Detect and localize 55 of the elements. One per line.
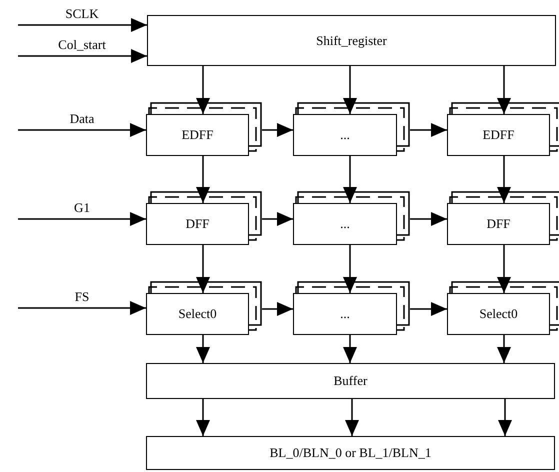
- block-box: [146, 203, 249, 245]
- block-label: DFF: [186, 216, 210, 232]
- block-box: [293, 293, 397, 335]
- block-label: Buffer: [334, 373, 368, 389]
- signal-label: FS: [74, 290, 90, 304]
- arrow: [262, 212, 293, 226]
- arrow: [18, 18, 147, 32]
- arrow: [196, 335, 210, 363]
- block-box: [447, 203, 550, 245]
- arrow: [497, 156, 511, 203]
- block-label: EDFF: [482, 127, 514, 143]
- arrow: [345, 399, 359, 436]
- signal-label: Data: [70, 112, 94, 126]
- block-label: ...: [340, 127, 350, 143]
- block-label: Select0: [479, 306, 518, 322]
- block-box: [447, 114, 550, 156]
- arrow: [497, 245, 511, 293]
- block-label: EDFF: [182, 127, 214, 143]
- block-box: [293, 203, 397, 245]
- block-label: DFF: [486, 216, 510, 232]
- signal-label: SCLK: [65, 7, 99, 21]
- arrow: [343, 335, 357, 363]
- arrow: [18, 301, 146, 315]
- signal-label: Col_start: [58, 38, 106, 52]
- block-label: ...: [340, 306, 350, 322]
- arrow: [18, 212, 146, 226]
- arrow: [196, 156, 210, 203]
- block-box: [147, 15, 556, 66]
- arrow: [498, 399, 512, 436]
- arrow: [343, 245, 357, 293]
- signal-label: G1: [74, 201, 90, 215]
- arrow: [410, 302, 447, 316]
- arrow: [262, 302, 293, 316]
- arrow: [497, 335, 511, 363]
- block-box: [146, 436, 555, 470]
- block-box: [146, 114, 249, 156]
- block-box: [146, 363, 555, 399]
- block-label: Select0: [178, 306, 217, 322]
- arrow: [410, 212, 447, 226]
- block-box: [293, 114, 397, 156]
- arrow: [343, 156, 357, 203]
- arrow: [262, 123, 293, 137]
- block-label: ...: [340, 216, 350, 232]
- arrow: [497, 66, 511, 114]
- block-label: Shift_register: [316, 32, 387, 48]
- arrow: [410, 123, 447, 137]
- arrow: [18, 123, 146, 137]
- arrow: [343, 66, 357, 114]
- block-label: BL_0/BLN_0 or BL_1/BLN_1: [270, 445, 432, 461]
- block-box: [146, 293, 249, 335]
- arrow: [196, 399, 210, 436]
- arrow: [196, 66, 210, 114]
- block-box: [447, 293, 550, 335]
- arrow: [196, 245, 210, 293]
- arrow: [18, 49, 147, 63]
